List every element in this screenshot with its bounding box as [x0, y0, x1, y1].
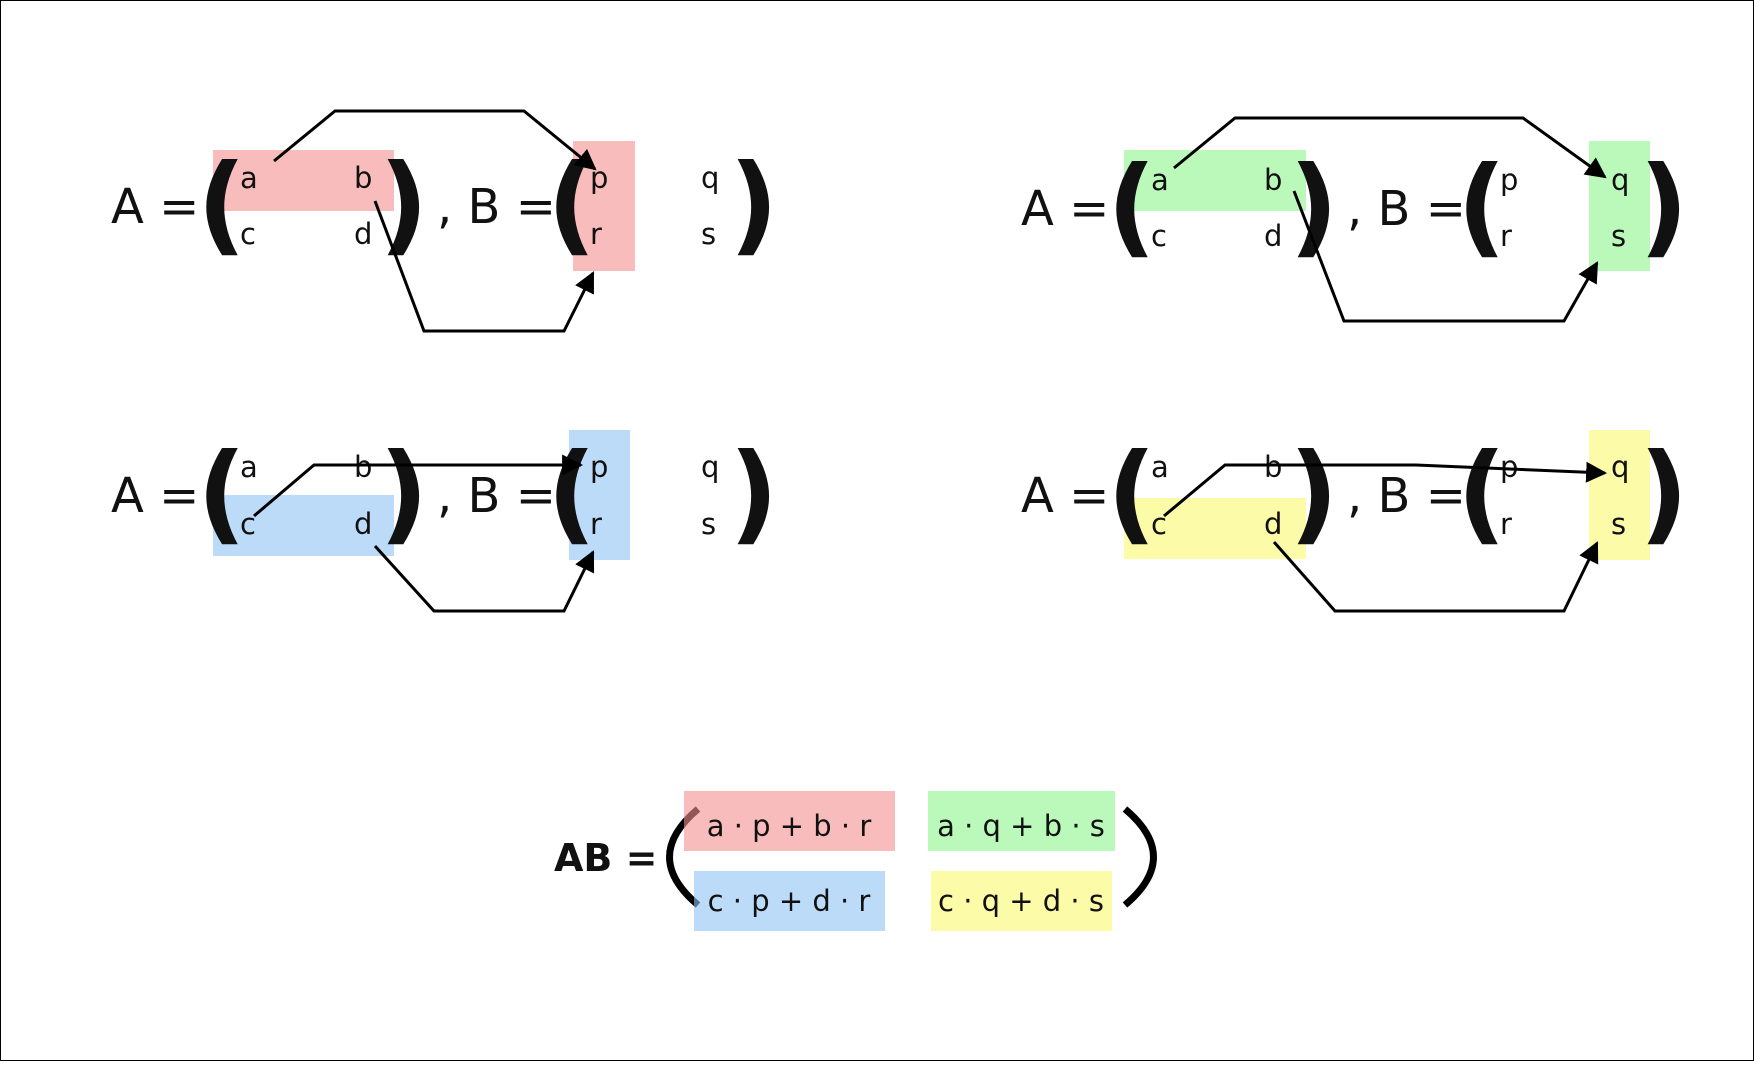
matrix-b-entry: s	[1611, 219, 1626, 253]
matrix-b-entry: r	[590, 507, 602, 541]
matrix-b-label: , B =	[1347, 468, 1466, 524]
matrix-b-right-paren: )	[729, 142, 778, 267]
panel-top-right: A = ( ) a b c d , B = ( ) p q r s	[1021, 116, 1688, 323]
matrix-a-left-paren: (	[197, 142, 246, 267]
result-cell-top-right: a · q + b · s	[937, 809, 1105, 843]
highlight-b-column	[569, 430, 630, 560]
matrix-a-right-paren: )	[379, 142, 428, 267]
result-cell-highlight	[931, 871, 1112, 931]
matrix-a-entry: d	[354, 217, 372, 251]
highlight-b-column	[1589, 430, 1650, 560]
result-cell-bottom-right: c · q + d · s	[938, 884, 1104, 918]
matrix-a-label: A =	[1021, 181, 1109, 237]
matrix-a-left-paren: (	[1107, 431, 1156, 556]
matrix-b-right-paren: )	[1639, 144, 1688, 269]
matrix-b-entry: r	[590, 217, 602, 251]
matrix-b-left-paren: (	[1457, 144, 1506, 269]
matrix-a-label: A =	[111, 468, 199, 524]
matrix-a-entry: c	[1151, 219, 1167, 253]
result-cell-highlight	[928, 791, 1115, 851]
matrix-a-entry: d	[1264, 219, 1282, 253]
matrix-b-left-paren: (	[547, 431, 596, 556]
result-cell-top-left: a · p + b · r	[707, 809, 872, 843]
matrix-b-entry: p	[590, 450, 608, 484]
highlight-a-row	[1124, 498, 1306, 559]
highlight-a-row	[213, 495, 394, 556]
result-label: AB =	[554, 836, 657, 880]
matrix-a-entry: a	[1151, 450, 1169, 484]
matrix-a-entry: c	[240, 507, 256, 541]
arrow-row-to-column	[273, 109, 597, 171]
matrix-b-entry: q	[701, 161, 719, 195]
panel-bottom-right: A = ( ) a b c d , B = ( ) p q r s	[1021, 430, 1688, 613]
matrix-a-right-paren: )	[379, 431, 428, 556]
result-right-paren	[1122, 806, 1157, 908]
highlight-a-row	[1124, 150, 1306, 211]
matrix-a-entry: a	[240, 161, 258, 195]
matrix-b-entry: q	[1611, 450, 1629, 484]
matrix-a-left-paren: (	[1107, 144, 1156, 269]
arrow-row-to-column	[1173, 116, 1607, 179]
matrix-b-entry: s	[701, 507, 716, 541]
matrix-b-right-paren: )	[729, 431, 778, 556]
matrix-a-entry: d	[1264, 507, 1282, 541]
matrix-a-entry: d	[354, 507, 372, 541]
arrow-row-to-column	[1272, 541, 1599, 613]
matrix-a-right-paren: )	[1289, 144, 1338, 269]
result-cell-highlight	[694, 871, 885, 931]
matrix-a-entry: b	[354, 161, 372, 195]
matrix-b-entry: p	[1500, 450, 1518, 484]
matrix-a-label: A =	[111, 179, 199, 235]
matrix-a-entry: b	[354, 450, 372, 484]
matrix-a-entry: a	[1151, 163, 1169, 197]
matrix-b-label: , B =	[1347, 181, 1466, 237]
matrix-a-entry: c	[1151, 507, 1167, 541]
result-matrix: AB = a · p + b · r a · q + b · s c · p +…	[554, 791, 1157, 931]
matrix-b-label: , B =	[437, 179, 556, 235]
matrix-b-entry: q	[1611, 163, 1629, 197]
matrix-b-entry: p	[1500, 163, 1518, 197]
matrix-a-label: A =	[1021, 468, 1109, 524]
matrix-b-right-paren: )	[1639, 431, 1688, 556]
matrix-b-entry: q	[701, 450, 719, 484]
arrow-row-to-column	[1292, 190, 1599, 323]
matrix-b-entry: r	[1500, 507, 1512, 541]
matrix-a-entry: b	[1264, 450, 1282, 484]
matrix-b-entry: s	[1611, 507, 1626, 541]
result-cell-highlight	[684, 791, 895, 851]
arrow-row-to-column	[253, 454, 584, 518]
matrix-a-entry: c	[240, 217, 256, 251]
matrix-a-right-paren: )	[1289, 431, 1338, 556]
result-cell-bottom-left: c · p + d · r	[708, 884, 871, 918]
matrix-b-left-paren: (	[547, 142, 596, 267]
matrix-b-entry: r	[1500, 219, 1512, 253]
arrow-row-to-column	[373, 544, 595, 613]
panel-bottom-left: A = ( ) a b c d , B = ( ) p q r s	[111, 430, 778, 613]
arrow-row-to-column	[373, 200, 595, 333]
matrix-a-entry: b	[1264, 163, 1282, 197]
panel-top-left: A = ( ) a b c d , B = ( ) p q r s	[111, 109, 778, 333]
arrow-row-to-column	[1163, 461, 1608, 518]
matrix-b-entry: s	[701, 217, 716, 251]
matrix-b-left-paren: (	[1457, 431, 1506, 556]
highlight-a-row	[213, 150, 394, 211]
matrix-a-entry: a	[240, 450, 258, 484]
matrix-a-left-paren: (	[197, 431, 246, 556]
matrix-b-label: , B =	[437, 468, 556, 524]
